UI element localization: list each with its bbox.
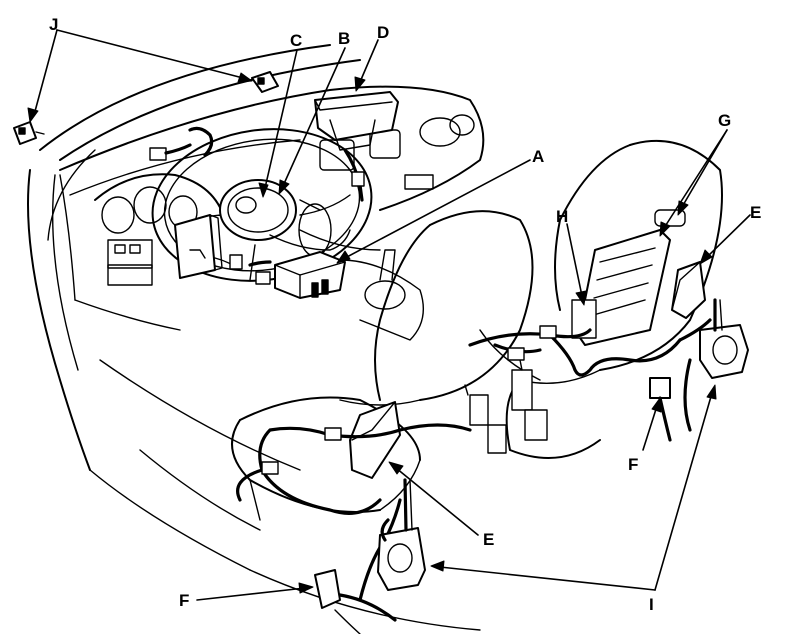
srs-wiring-harness bbox=[236, 318, 712, 602]
callout-i: I bbox=[649, 595, 654, 614]
dash-harness bbox=[149, 126, 214, 161]
driver-airbag-module bbox=[219, 179, 297, 241]
passenger-airbag-module bbox=[314, 91, 399, 202]
passenger-seat bbox=[479, 139, 723, 459]
srs-unit bbox=[248, 251, 346, 299]
side-airbag-left bbox=[349, 401, 401, 479]
indicator-connector bbox=[13, 121, 45, 145]
leader-lines bbox=[27, 29, 751, 601]
dashboard bbox=[59, 85, 485, 331]
callout-labels: J C B D A G H E F E F I bbox=[49, 15, 761, 614]
seat-belt-buckles bbox=[464, 359, 548, 454]
callout-c: C bbox=[290, 31, 302, 50]
callout-d: D bbox=[377, 23, 389, 42]
srs-unit-left-box bbox=[174, 214, 243, 279]
opds-sensor-pad bbox=[571, 209, 686, 346]
callout-b: B bbox=[338, 29, 350, 48]
vehicle-body-outline bbox=[27, 44, 481, 631]
callout-j: J bbox=[49, 15, 58, 34]
side-impact-sensor-left bbox=[314, 569, 397, 634]
callout-g: G bbox=[718, 111, 731, 130]
side-airbag-right bbox=[671, 261, 706, 319]
callout-e-right: E bbox=[750, 203, 761, 222]
seat-belt-tensioner-right bbox=[683, 298, 749, 432]
callout-e-left: E bbox=[483, 530, 494, 549]
passenger-airbag-off-indicator bbox=[251, 71, 279, 93]
callout-a: A bbox=[532, 147, 544, 166]
seat-belt-tensioner-left bbox=[377, 478, 426, 591]
callout-f-left: F bbox=[179, 591, 189, 610]
center-console bbox=[339, 249, 424, 341]
callout-h: H bbox=[556, 207, 568, 226]
callout-f-right: F bbox=[628, 455, 638, 474]
